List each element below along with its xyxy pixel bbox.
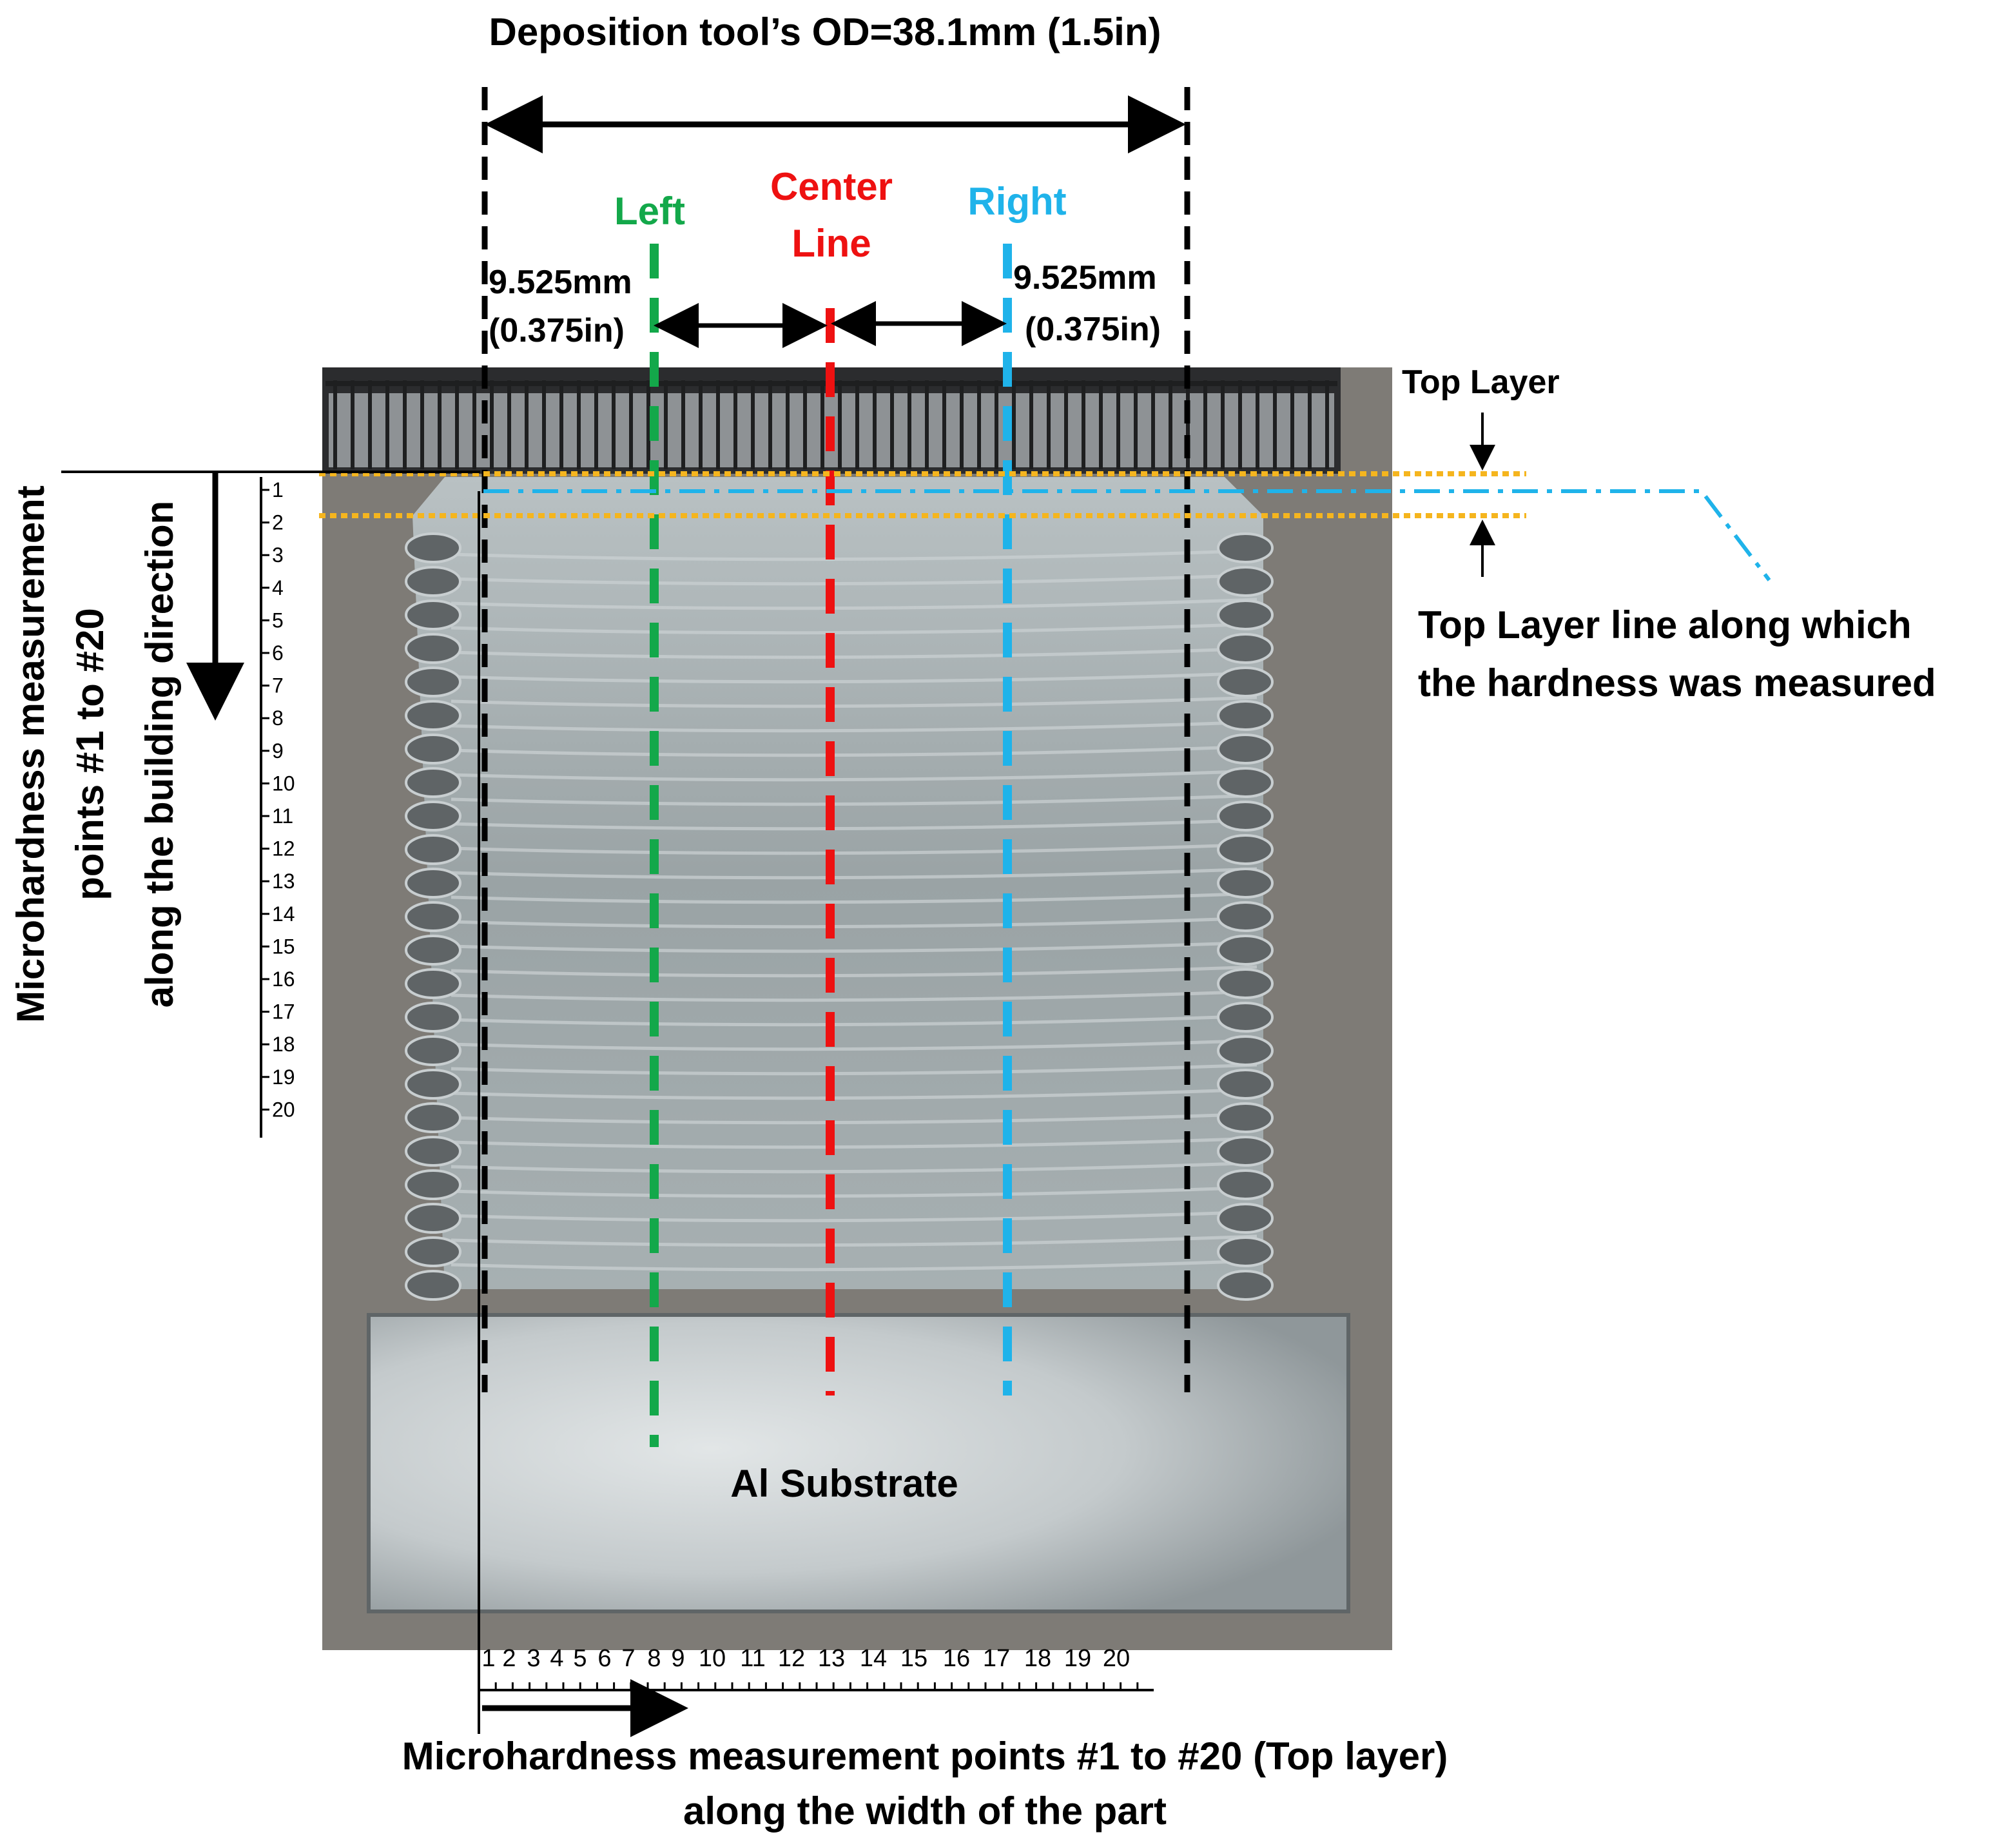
- vertical-tick-label: 5: [272, 608, 284, 632]
- vertical-tick-label: 15: [272, 935, 295, 958]
- vertical-tick-label: 12: [272, 837, 295, 861]
- dim-left-2: (0.375in): [489, 312, 625, 349]
- horizontal-tick-label: 11: [740, 1645, 765, 1672]
- vertical-tick-label: 7: [272, 674, 284, 697]
- vertical-tick-label: 13: [272, 870, 295, 893]
- horizontal-tick-label: 9: [671, 1645, 684, 1672]
- vertical-caption-2: points #1 to #20: [68, 608, 112, 900]
- horizontal-tick-label: 17: [983, 1645, 1010, 1672]
- top-layer-line-2: the hardness was measured: [1418, 661, 1936, 705]
- horizontal-tick-label: 3: [527, 1645, 540, 1672]
- label-left: Left: [614, 190, 685, 233]
- horizontal-tick-label: 19: [1064, 1645, 1091, 1672]
- vertical-tick-label: 18: [272, 1033, 295, 1056]
- horizontal-tick-label: 18: [1024, 1645, 1051, 1672]
- vertical-tick-label: 17: [272, 1000, 295, 1024]
- label-center-1: Center: [770, 165, 893, 208]
- label-right: Right: [967, 180, 1066, 223]
- horizontal-tick-label: 1: [481, 1645, 495, 1672]
- horizontal-tick-label: 4: [550, 1645, 563, 1672]
- bottom-caption-1: Microhardness measurement points #1 to #…: [402, 1735, 1448, 1778]
- top-layer-line-1: Top Layer line along which: [1418, 603, 1912, 647]
- vertical-tick-label: 8: [272, 706, 284, 730]
- dim-right-1: 9.525mm: [1013, 259, 1157, 297]
- vertical-tick-label: 20: [272, 1098, 295, 1121]
- vertical-tick-label: 1: [272, 478, 284, 501]
- horizontal-tick-label: 20: [1103, 1645, 1130, 1672]
- vertical-tick-label: 10: [272, 772, 295, 795]
- horizontal-tick-label: 15: [900, 1645, 927, 1672]
- bottom-caption-2: along the width of the part: [683, 1789, 1167, 1833]
- horizontal-tick-label: 7: [621, 1645, 635, 1672]
- label-substrate: Al Substrate: [730, 1462, 958, 1505]
- vertical-tick-label: 14: [272, 902, 295, 926]
- title: Deposition tool’s OD=38.1mm (1.5in): [489, 10, 1161, 53]
- vertical-tick-label: 3: [272, 543, 284, 567]
- vertical-tick-label: 19: [272, 1065, 295, 1089]
- label-center-2: Line: [791, 222, 871, 265]
- horizontal-tick-label: 6: [597, 1645, 611, 1672]
- vertical-tick-label: 6: [272, 641, 284, 665]
- horizontal-tick-label: 10: [699, 1645, 726, 1672]
- horizontal-tick-label: 14: [860, 1645, 887, 1672]
- vertical-caption-1: Microhardness measurement: [9, 485, 52, 1023]
- horizontal-tick-label: 16: [943, 1645, 970, 1672]
- dim-right-2: (0.375in): [1025, 311, 1161, 348]
- horizontal-tick-label: 13: [818, 1645, 845, 1672]
- horizontal-tick-label: 12: [778, 1645, 805, 1672]
- horizontal-tick-label: 5: [573, 1645, 587, 1672]
- label-top-layer: Top Layer: [1402, 364, 1560, 401]
- horizontal-tick-label: 2: [502, 1645, 516, 1672]
- vertical-tick-label: 4: [272, 576, 284, 599]
- vertical-tick-label: 9: [272, 739, 284, 763]
- substrate-plate: [367, 1313, 1350, 1613]
- vertical-tick-label: 2: [272, 511, 284, 534]
- vertical-tick-label: 11: [272, 804, 293, 828]
- top-layer-measure-line: [483, 489, 1771, 581]
- vertical-tick-label: 16: [272, 968, 295, 991]
- vertical-caption-3: along the building direction: [138, 501, 181, 1008]
- dim-left-1: 9.525mm: [489, 264, 632, 301]
- horizontal-tick-label: 8: [647, 1645, 661, 1672]
